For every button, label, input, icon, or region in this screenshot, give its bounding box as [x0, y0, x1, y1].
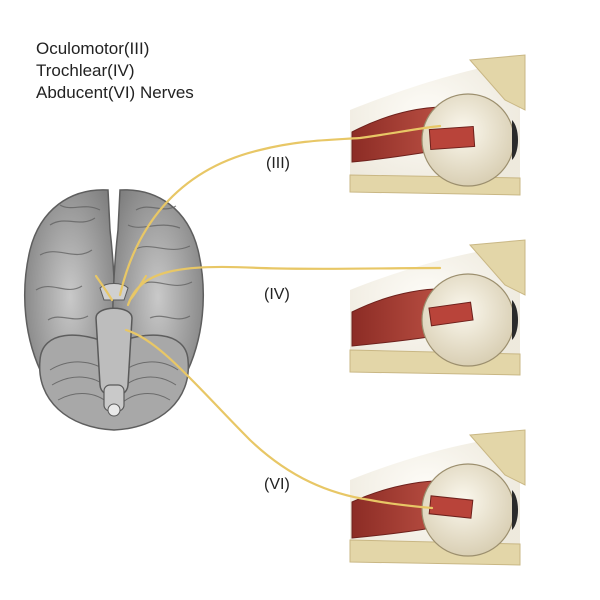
oculomotor-nerve [118, 124, 442, 297]
diagram-title: Oculomotor(III) Trochlear(IV) Abducent(V… [36, 38, 194, 104]
label-trochlear: (IV) [264, 286, 290, 303]
label-oculomotor: (III) [266, 155, 290, 172]
eye-orbit-top [349, 54, 526, 196]
title-line-trochlear: Trochlear(IV) [36, 61, 135, 80]
cranial-nerves [94, 124, 442, 510]
title-line-abducent: Abducent(VI) Nerves [36, 83, 194, 102]
brainstem [95, 307, 133, 397]
label-abducent: (VI) [264, 476, 290, 493]
brain-inferior-view [23, 189, 205, 431]
abducent-nerve [124, 328, 434, 510]
eye-orbit-middle [349, 239, 526, 376]
title-line-oculomotor: Oculomotor(III) [36, 39, 150, 58]
eye-orbit-bottom [349, 429, 526, 566]
trochlear-nerve [126, 265, 442, 307]
